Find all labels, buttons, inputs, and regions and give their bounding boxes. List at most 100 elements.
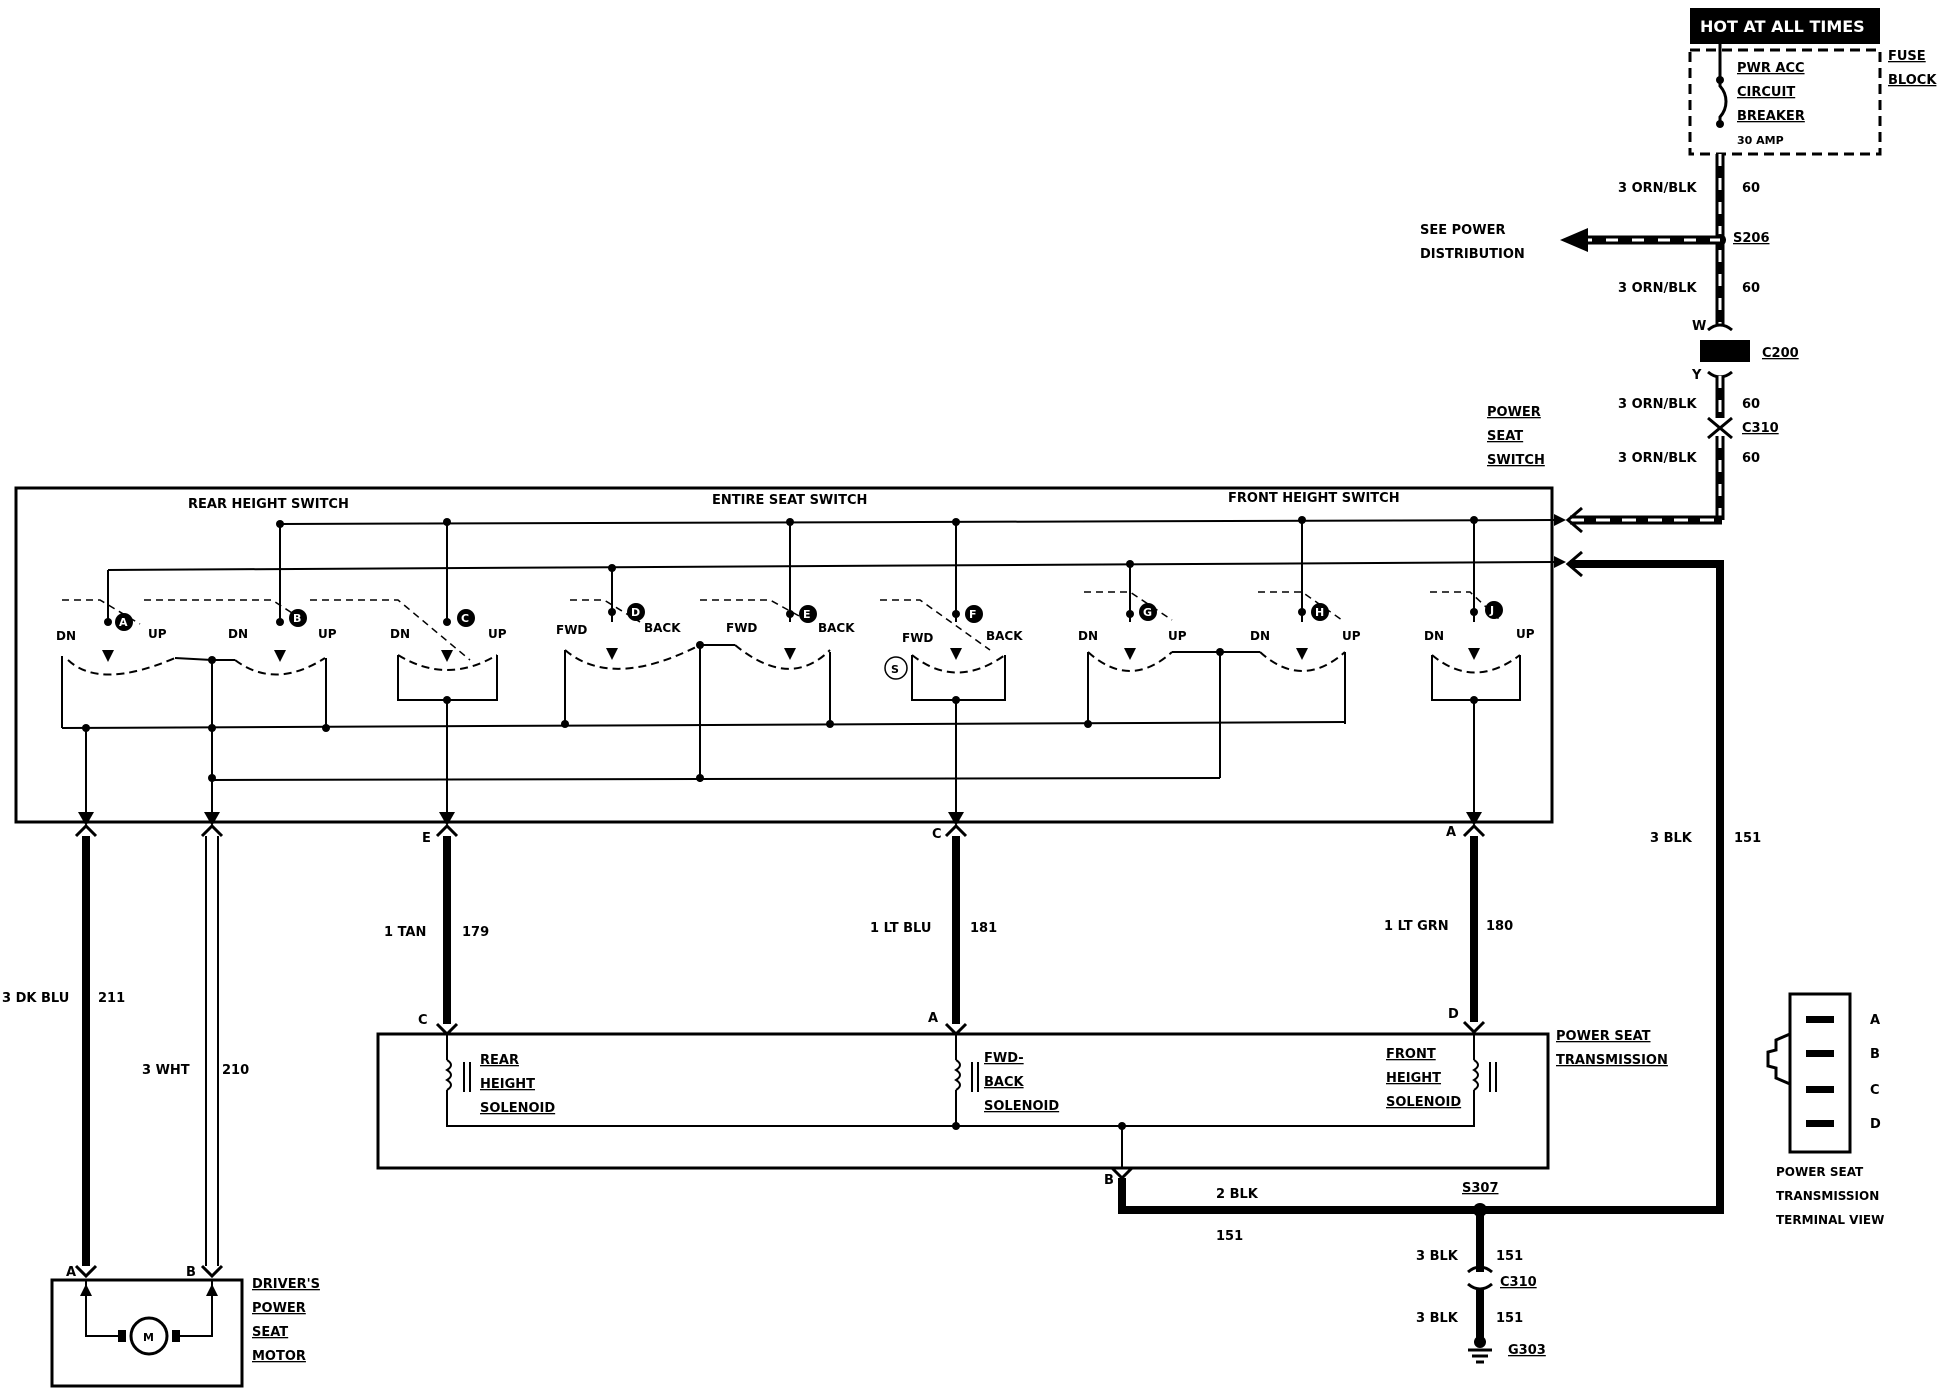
front-solenoid-3: SOLENOID [1386, 1095, 1461, 1110]
circuit-151-b: 151 [1496, 1311, 1523, 1326]
label-a-right: UP [148, 627, 167, 641]
fwd-solenoid-3: SOLENOID [984, 1099, 1059, 1114]
circuit-151-right: 151 [1734, 831, 1761, 846]
wire-orn-blk-3: 3 ORN/BLK [1618, 397, 1697, 412]
wire-3-blk-b: 3 BLK [1416, 1311, 1459, 1326]
circuit-60-1: 60 [1742, 181, 1760, 196]
circuit-181: 181 [970, 921, 997, 936]
ground-circuit: 2 BLK 151 S307 3 BLK 151 C310 3 BLK 151 … [1110, 1166, 1546, 1364]
term-e: E [422, 831, 431, 846]
label-d-right: BACK [644, 621, 681, 635]
circuit-151-a: 151 [1496, 1249, 1523, 1264]
label-a-left: DN [56, 629, 76, 643]
label-b-right: UP [318, 627, 337, 641]
circuit-60-2: 60 [1742, 281, 1760, 296]
label-g-right: UP [1168, 629, 1187, 643]
circuit-180: 180 [1486, 919, 1513, 934]
term-d: D [1448, 1007, 1459, 1022]
pin-c: C [1870, 1083, 1880, 1098]
tv-title-3: TERMINAL VIEW [1776, 1213, 1884, 1227]
label-j-right: UP [1516, 627, 1535, 641]
wire-3-blk-a: 3 BLK [1416, 1249, 1459, 1264]
circuit-151-ground: 151 [1216, 1229, 1243, 1244]
motor-term-b: B [186, 1265, 196, 1280]
label-b-left: DN [228, 627, 248, 641]
conn-c200: C200 [1762, 346, 1799, 361]
see-power-1: SEE POWER [1420, 223, 1505, 238]
transmission-title-2: TRANSMISSION [1556, 1053, 1668, 1068]
front-solenoid-1: FRONT [1386, 1047, 1436, 1062]
term-c-top: C [932, 827, 942, 842]
tv-title-2: TRANSMISSION [1776, 1189, 1879, 1203]
fwd-solenoid-2: BACK [984, 1075, 1025, 1090]
label-j-left: DN [1424, 629, 1444, 643]
wire-dk-blu: 3 DK BLU [2, 991, 69, 1006]
circuit-179: 179 [462, 925, 489, 940]
marker-j: J [1489, 604, 1494, 617]
fuse-block-label-2: BLOCK [1888, 73, 1937, 88]
terminal-view: A B C D POWER SEAT TRANSMISSION TERMINAL… [1766, 992, 1884, 1227]
breaker-line-3: BREAKER [1737, 109, 1805, 124]
motor-title-4: MOTOR [252, 1349, 306, 1364]
circuit-211: 211 [98, 991, 125, 1006]
wire-orn-blk-1: 3 ORN/BLK [1618, 181, 1697, 196]
feed-wire: SEE POWER DISTRIBUTION 3 ORN/BLK 60 S206… [1420, 154, 1799, 534]
harness-wires: 3 DK BLU 211 3 WHT 210 E 1 TAN 179 C C 1… [2, 550, 1761, 1279]
wire-2-blk: 2 BLK [1216, 1187, 1259, 1202]
marker-b: B [293, 612, 301, 625]
rear-height-title: REAR HEIGHT SWITCH [188, 497, 349, 512]
transmission-title-1: POWER SEAT [1556, 1029, 1651, 1044]
wire-lt-blu: 1 LT BLU [870, 921, 931, 936]
breaker-line-2: CIRCUIT [1737, 85, 1795, 100]
fuse-block-label-1: FUSE [1888, 49, 1926, 64]
entire-seat-title: ENTIRE SEAT SWITCH [712, 493, 867, 508]
label-f-right: BACK [986, 629, 1023, 643]
label-c-right: UP [488, 627, 507, 641]
wire-blk-right: 3 BLK [1650, 831, 1693, 846]
motor-symbol [129, 1316, 169, 1356]
conn-y: Y [1691, 368, 1702, 383]
term-c-bottom: C [418, 1013, 428, 1028]
wire-wht: 3 WHT [142, 1063, 190, 1078]
label-g-left: DN [1078, 629, 1098, 643]
rear-solenoid-3: SOLENOID [480, 1101, 555, 1116]
conn-w: W [1692, 319, 1706, 334]
circuit-60-3: 60 [1742, 397, 1760, 412]
wire-tan: 1 TAN [384, 925, 426, 940]
pin-d: D [1870, 1117, 1881, 1132]
marker-c: C [461, 612, 469, 625]
marker-d: D [631, 606, 640, 619]
see-power-2: DISTRIBUTION [1420, 247, 1525, 262]
term-a-bottom: A [928, 1011, 938, 1026]
hot-banner: HOT AT ALL TIMES [1700, 17, 1865, 36]
circuit-210: 210 [222, 1063, 249, 1078]
tv-title-1: POWER SEAT [1776, 1165, 1864, 1179]
conn-c310-top: C310 [1742, 421, 1779, 436]
breaker-line-1: PWR ACC [1737, 61, 1805, 76]
marker-f: F [969, 608, 977, 621]
wire-orn-blk-2: 3 ORN/BLK [1618, 281, 1697, 296]
label-h-left: DN [1250, 629, 1270, 643]
motor-title-2: POWER [252, 1301, 306, 1316]
pss-label-2: SEAT [1487, 429, 1523, 444]
splice-s206: S206 [1733, 231, 1770, 246]
circuit-60-4: 60 [1742, 451, 1760, 466]
motor-title-1: DRIVER'S [252, 1277, 320, 1292]
conn-c310-bottom: C310 [1500, 1275, 1537, 1290]
wire-orn-blk-4: 3 ORN/BLK [1618, 451, 1697, 466]
fuse-block: HOT AT ALL TIMES PWR ACC CIRCUIT BREAKER… [1688, 8, 1937, 156]
marker-g: G [1143, 606, 1152, 619]
pss-label-3: SWITCH [1487, 453, 1545, 468]
label-e-right: BACK [818, 621, 855, 635]
motor-title-3: SEAT [252, 1325, 288, 1340]
motor-term-a: A [66, 1265, 76, 1280]
breaker-rating: 30 AMP [1737, 134, 1784, 147]
wire-lt-grn: 1 LT GRN [1384, 919, 1449, 934]
term-a-top: A [1446, 825, 1456, 840]
power-distribution-arrow [1560, 228, 1588, 252]
power-seat-transmission: POWER SEAT TRANSMISSION REAR HEIGHT SOLE… [376, 1029, 1668, 1188]
marker-h: H [1315, 606, 1324, 619]
s-mark: S [891, 663, 899, 676]
